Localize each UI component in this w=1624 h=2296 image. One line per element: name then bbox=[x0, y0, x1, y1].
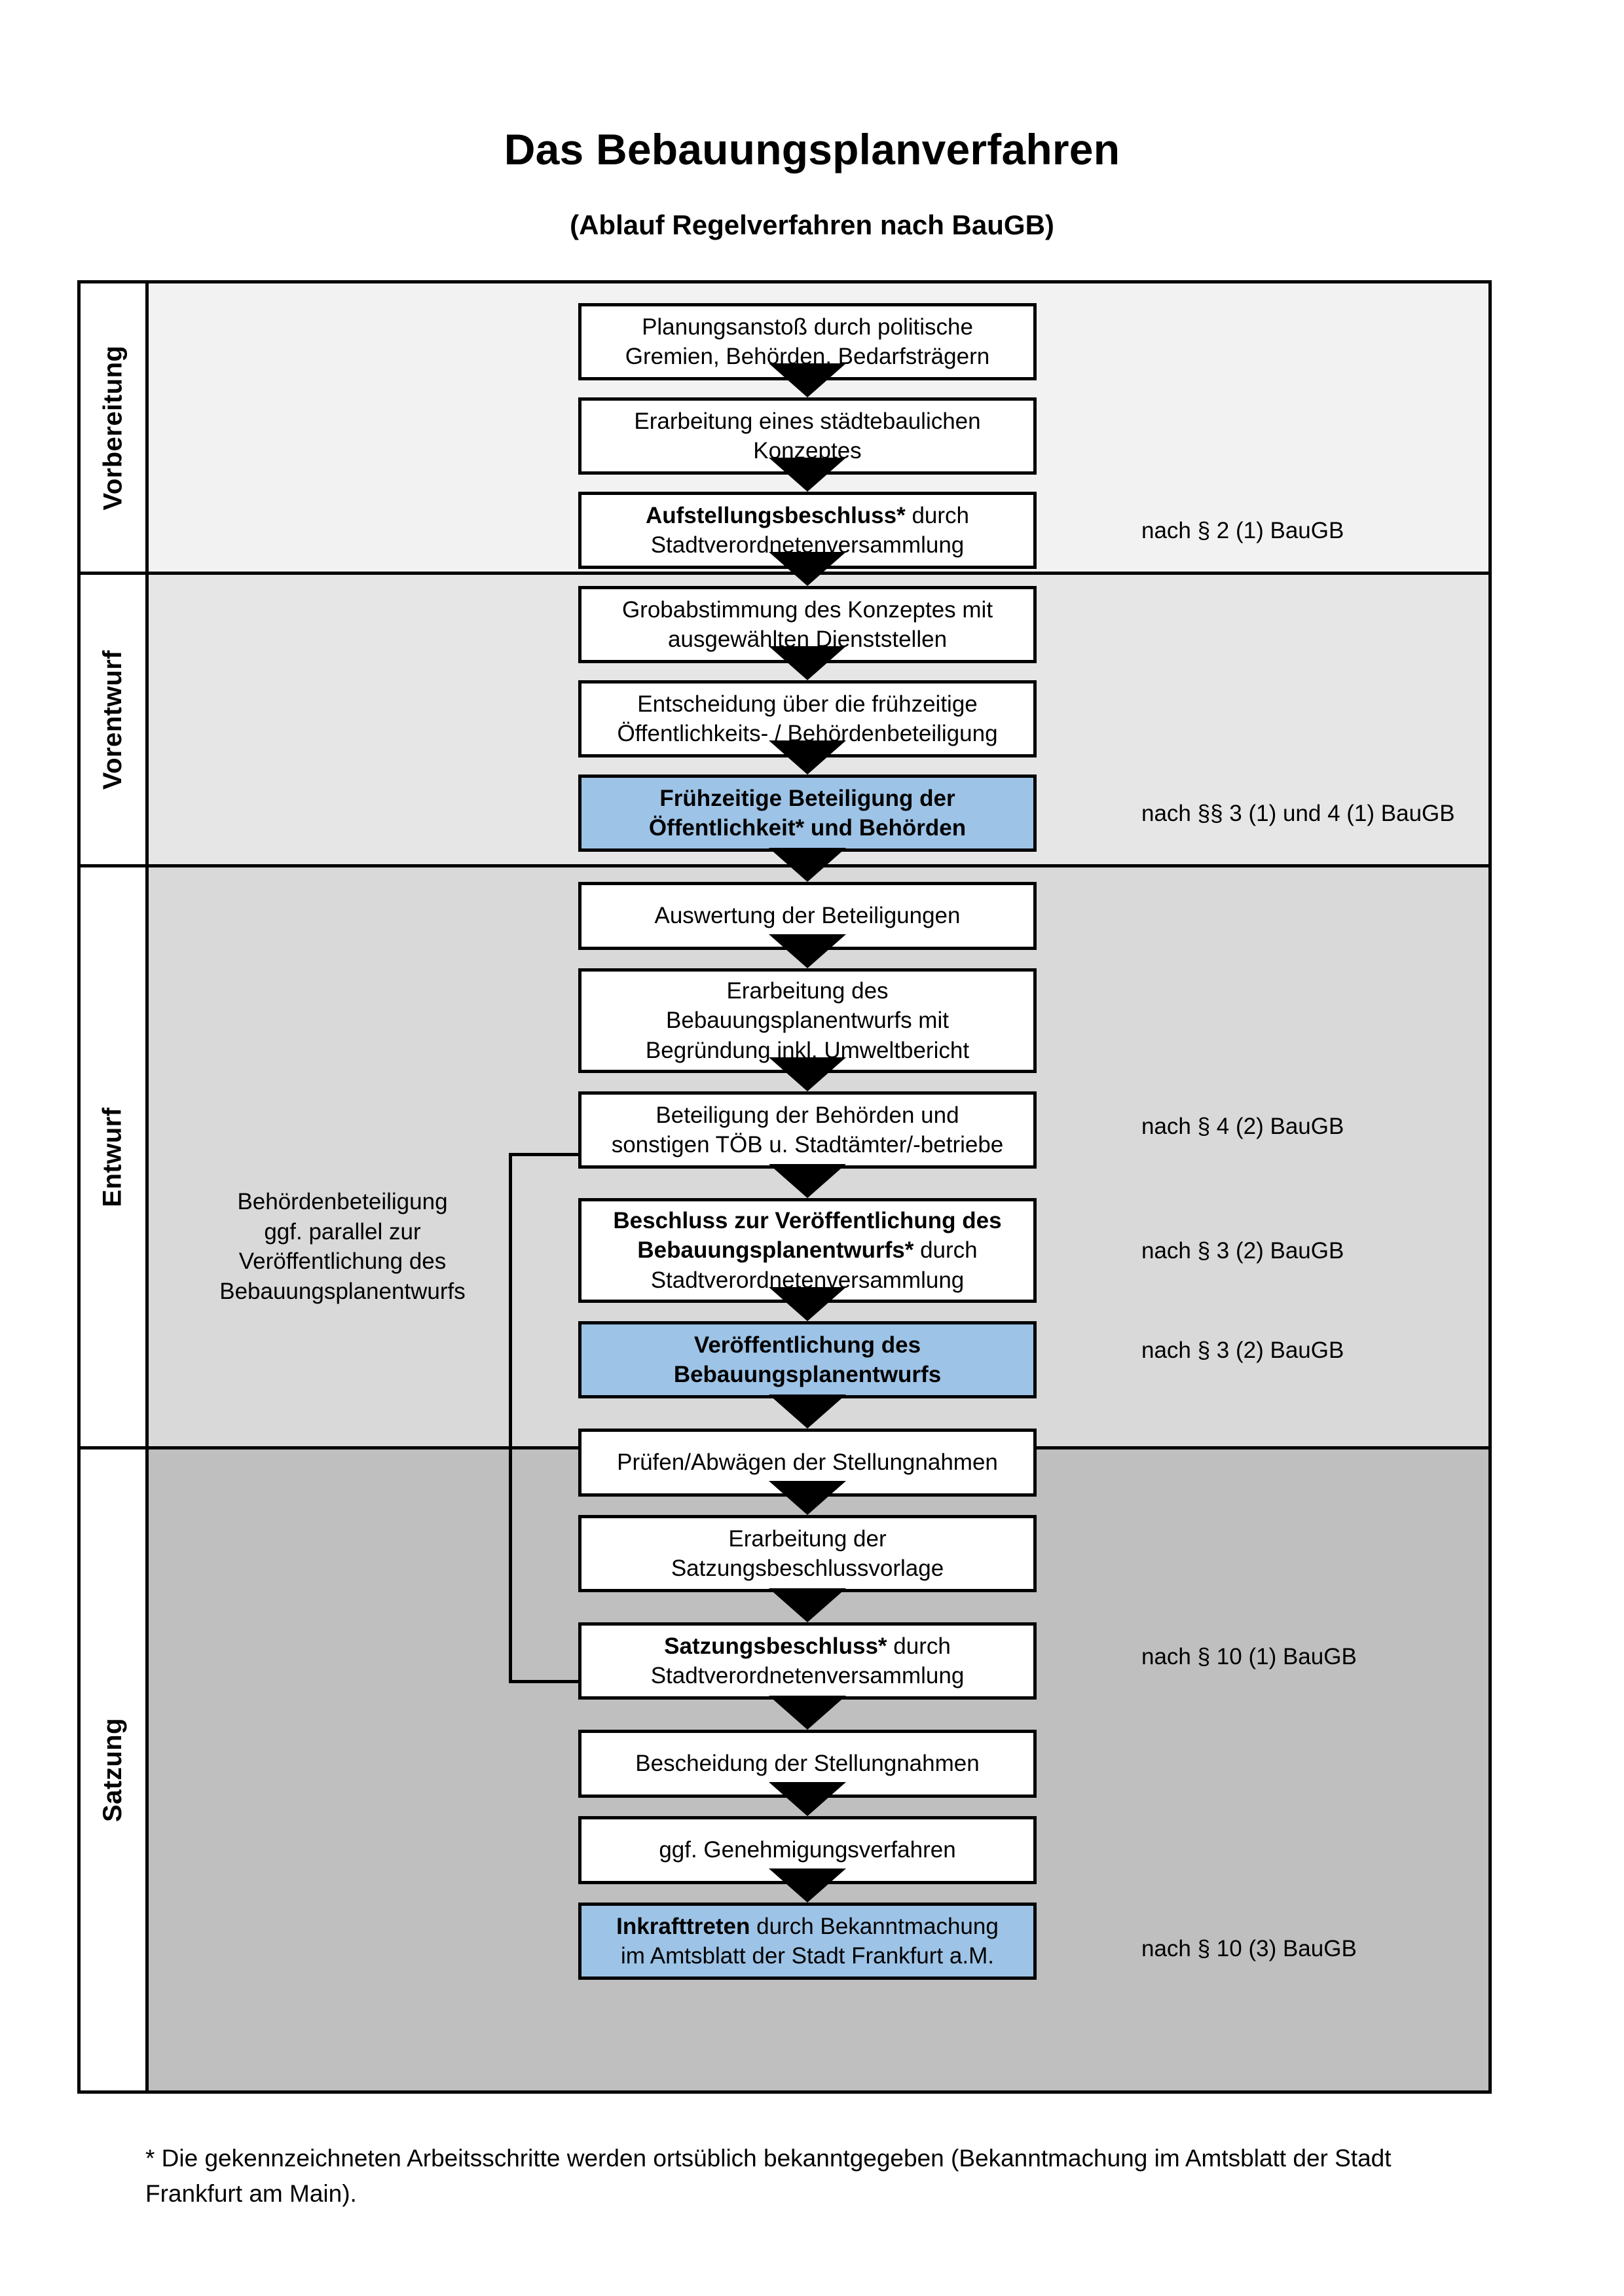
flow-box-s14-line1-bold: Satzungsbeschluss* bbox=[664, 1633, 887, 1659]
reference-r6: nach § 10 (1) BauGB bbox=[1141, 1644, 1357, 1669]
flow-box-s3-line1-bold: Aufstellungsbeschluss* bbox=[645, 502, 906, 528]
flow-box-s10-line2-bold: Bebauungsplanentwurfs* bbox=[637, 1237, 914, 1264]
flow-box-s17-line1: durch Bekanntmachung bbox=[750, 1913, 999, 1939]
sidenote-line-2: ggf. parallel zur bbox=[264, 1218, 421, 1245]
flow-box-s8-line1: Erarbeitung des bbox=[726, 977, 889, 1004]
flow-box-s14-line2: Stadtverordnetenversammlung bbox=[650, 1663, 965, 1688]
flow-box-s11[interactable]: Veröffentlichung des Bebauungsplanentwur… bbox=[578, 1321, 1037, 1398]
phase-label-satzung: Satzung bbox=[81, 1449, 149, 2090]
footnote: * Die gekennzeichneten Arbeitsschritte w… bbox=[145, 2145, 1392, 2207]
flow-box-s14[interactable]: Satzungsbeschluss* durch Stadtverordnete… bbox=[578, 1622, 1037, 1700]
reference-r7: nach § 10 (3) BauGB bbox=[1141, 1936, 1357, 1961]
flow-box-s1-line1: Planungsanstoß durch politische bbox=[642, 314, 973, 340]
page-subtitle: (Ablauf Regelverfahren nach BauGB) bbox=[570, 210, 1054, 240]
phase-label-text: Satzung bbox=[98, 1717, 128, 1823]
reference-r3: nach § 4 (2) BauGB bbox=[1141, 1114, 1344, 1139]
flow-box-s17[interactable]: Inkrafttreten durch Bekanntmachung im Am… bbox=[578, 1903, 1037, 1980]
flow-box-s10[interactable]: Beschluss zur Veröffentlichung des Bebau… bbox=[578, 1198, 1037, 1303]
phase-label-text: Entwurf bbox=[98, 1106, 127, 1207]
flow-box-s5-line1: Entscheidung über die frühzeitige bbox=[637, 691, 978, 717]
sidenote-behoerdenbeteiligung: Behördenbeteiligung ggf. parallel zur Ve… bbox=[185, 1187, 500, 1306]
reference-r2: nach §§ 3 (1) und 4 (1) BauGB bbox=[1141, 801, 1455, 826]
phase-label-text: Vorbereitung bbox=[98, 345, 127, 510]
flow-box-s14-line1: durch bbox=[887, 1633, 951, 1659]
feedback-loop-vertical-segment bbox=[509, 1153, 512, 1683]
flow-box-s13-line1: Erarbeitung der bbox=[728, 1525, 887, 1552]
flow-box-s9[interactable]: Beteiligung der Behörden und sonstigen T… bbox=[578, 1091, 1037, 1169]
sidenote-line-3: Veröffentlichung des bbox=[238, 1248, 447, 1274]
flow-box-s6-line2-bold: Öffentlichkeit* und Behörden bbox=[648, 815, 967, 841]
phase-divider-2 bbox=[81, 864, 1488, 867]
sidenote-line-1: Behördenbeteiligung bbox=[237, 1189, 448, 1214]
flow-box-s1[interactable]: Planungsanstoß durch politische Gremien,… bbox=[578, 303, 1037, 380]
phase-label-entwurf: Entwurf bbox=[81, 867, 149, 1446]
flow-box-s17-line2: im Amtsblatt der Stadt Frankfurt a.M. bbox=[621, 1943, 994, 1969]
flow-box-s6[interactable]: Frühzeitige Beteiligung der Öffentlichke… bbox=[578, 774, 1037, 852]
flow-box-s13-line2: Satzungsbeschlussvorlage bbox=[671, 1556, 944, 1581]
phase-label-vorentwurf: Vorentwurf bbox=[81, 575, 149, 864]
flow-box-s6-line1-bold: Frühzeitige Beteiligung der bbox=[659, 785, 955, 811]
flow-box-s11-line1-bold: Veröffentlichung des bbox=[693, 1332, 921, 1358]
sidenote-line-4: Bebauungsplanentwurfs bbox=[219, 1278, 466, 1304]
feedback-loop-bottom-segment bbox=[509, 1680, 625, 1683]
flow-box-s17-line1-bold: Inkrafttreten bbox=[616, 1913, 750, 1939]
flow-box-s13[interactable]: Erarbeitung der Satzungsbeschlussvorlage bbox=[578, 1515, 1037, 1592]
flow-box-s10-line2: durch bbox=[913, 1237, 978, 1264]
flow-box-s3-line1: durch bbox=[905, 502, 970, 528]
flow-box-s16-line1: ggf. Genehmigungsverfahren bbox=[659, 1837, 956, 1863]
flow-box-s2-line1: Erarbeitung eines städtebaulichen bbox=[634, 408, 981, 434]
flow-box-s9-line2: sonstigen TÖB u. Stadtämter/-betriebe bbox=[611, 1132, 1004, 1157]
flow-box-s7-line1: Auswertung der Beteiligungen bbox=[654, 903, 961, 929]
flow-box-s8-line2: Bebauungsplanentwurfs mit bbox=[666, 1008, 949, 1034]
reference-r1: nach § 2 (1) BauGB bbox=[1141, 518, 1344, 543]
flow-box-s10-line1-bold: Beschluss zur Veröffentlichung des bbox=[613, 1207, 1002, 1233]
phase-label-vorbereitung: Vorbereitung bbox=[81, 283, 149, 572]
flowchart-frame: Vorbereitung Vorentwurf Entwurf Satzung bbox=[77, 280, 1492, 2094]
flow-box-s9-line1: Beteiligung der Behörden und bbox=[655, 1102, 959, 1128]
flow-box-s8[interactable]: Erarbeitung des Bebauungsplanentwurfs mi… bbox=[578, 968, 1037, 1073]
reference-r4: nach § 3 (2) BauGB bbox=[1141, 1238, 1344, 1264]
flow-box-s4-line1: Grobabstimmung des Konzeptes mit bbox=[621, 596, 993, 623]
flow-box-s12-line1: Prüfen/Abwägen der Stellungnahmen bbox=[617, 1449, 998, 1476]
page-title: Das Bebauungsplanverfahren bbox=[504, 125, 1120, 173]
flow-box-s15-line1: Bescheidung der Stellungnahmen bbox=[635, 1751, 980, 1777]
phase-divider-1 bbox=[81, 572, 1488, 575]
phase-label-text: Vorentwurf bbox=[98, 649, 127, 790]
reference-r5: nach § 3 (2) BauGB bbox=[1141, 1338, 1344, 1363]
flow-box-s11-line2-bold: Bebauungsplanentwurfs bbox=[673, 1362, 942, 1387]
